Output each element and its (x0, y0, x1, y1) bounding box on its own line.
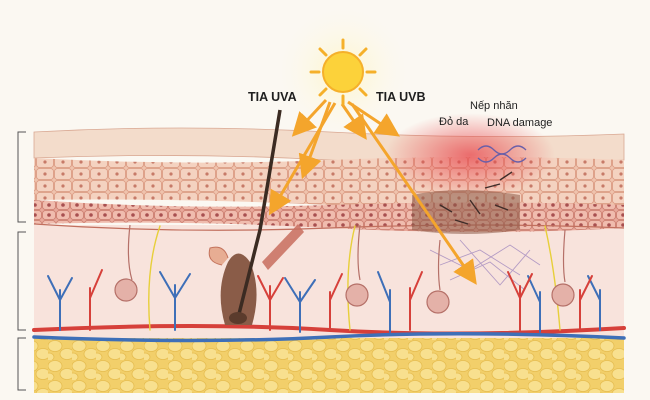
uva-label: TIA UVA (248, 90, 297, 104)
layer-bracket (17, 131, 26, 391)
sun-icon (309, 38, 377, 106)
wrinkles-label: Nếp nhăn (470, 100, 518, 112)
uv-rays (268, 98, 477, 285)
redness-zone (385, 113, 555, 197)
sweat-gland-icon (114, 224, 575, 314)
blood-vessels (32, 225, 626, 343)
dna-damage-label: DNA damage (487, 117, 552, 129)
damaged-tissue (412, 171, 541, 291)
hair-follicle-icon (208, 109, 304, 325)
uvb-label: TIA UVB (376, 90, 426, 104)
dna-helix-icon (477, 145, 527, 163)
fat-layer (34, 338, 624, 393)
redness-label: Đỏ da (439, 116, 469, 128)
